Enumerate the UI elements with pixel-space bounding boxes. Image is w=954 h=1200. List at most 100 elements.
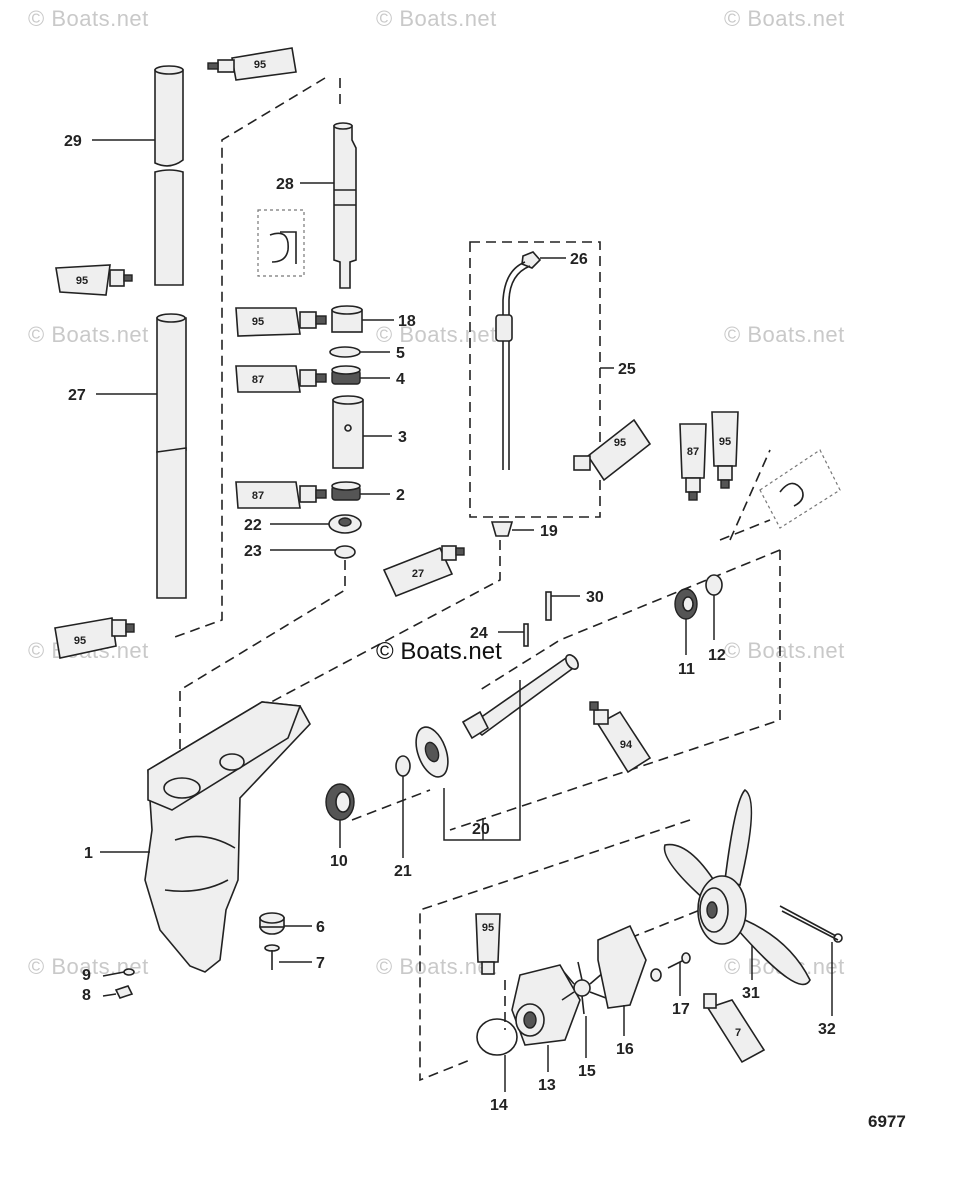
bearing-10	[325, 783, 355, 821]
callout-9: 9	[82, 967, 91, 984]
watermark: © Boats.net	[724, 638, 845, 663]
screw-17	[650, 952, 691, 982]
mount-6	[259, 912, 285, 935]
callout-31: 31	[742, 985, 760, 1002]
shift-rod-25	[495, 261, 531, 470]
svg-text:95: 95	[719, 436, 731, 448]
svg-text:95: 95	[614, 437, 626, 449]
callout-5: 5	[396, 345, 405, 362]
drive-shaft-28	[333, 122, 357, 289]
callout-28: 28	[276, 176, 294, 193]
callout-25: 25	[618, 361, 636, 378]
callout-26: 26	[570, 251, 588, 268]
callout-18: 18	[398, 313, 416, 330]
lubricant-tube-87: 87	[679, 423, 707, 501]
linkage-group-box	[469, 241, 601, 518]
seal-19	[490, 521, 514, 537]
lubricant-tube-95: 95	[475, 913, 501, 975]
svg-text:95: 95	[252, 316, 264, 328]
screw-7	[264, 944, 280, 970]
cotter-pin-32	[779, 905, 843, 943]
tube-29	[154, 65, 184, 286]
callout-30: 30	[586, 589, 604, 606]
callout-16: 16	[616, 1041, 634, 1058]
callout-labels: 29 27 28 18 5 4 3 2 22 23 26 25 19 30 24…	[64, 133, 836, 1114]
lubricant-tube-87: 87	[235, 365, 327, 393]
lubricant-tube-95: 95	[54, 617, 135, 659]
callout-24: 24	[470, 625, 488, 642]
callout-8: 8	[82, 987, 91, 1004]
gear-22	[328, 514, 362, 534]
callout-22: 22	[244, 517, 262, 534]
lubricant-tube-95: 95	[55, 264, 133, 296]
copyright-notice: © Boats.net	[376, 638, 502, 665]
callout-21: 21	[394, 863, 412, 880]
watermark: © Boats.net	[376, 322, 497, 347]
callout-19: 19	[540, 523, 558, 540]
nut-23	[334, 545, 356, 559]
tube-27	[156, 313, 187, 599]
svg-text:95: 95	[254, 59, 266, 71]
bearing-11	[674, 588, 698, 620]
assembly-guide-lines	[171, 77, 781, 1082]
callout-27: 27	[68, 387, 86, 404]
callout-29: 29	[64, 133, 82, 150]
washer-21	[395, 755, 411, 777]
watermark: © Boats.net	[724, 6, 845, 31]
detail-inset-upper	[257, 209, 305, 277]
pin-24	[523, 623, 529, 647]
plate-16	[597, 924, 647, 1009]
impeller-15	[561, 961, 607, 1015]
svg-text:95: 95	[482, 922, 494, 934]
lubricant-tube-94: 94	[589, 701, 652, 774]
watermark: © Boats.net	[376, 954, 497, 979]
sleeve-3	[332, 395, 364, 469]
leader-lines-lower	[102, 595, 833, 1092]
grommet-26	[521, 251, 542, 269]
callout-15: 15	[578, 1063, 596, 1080]
oring-14	[476, 1018, 518, 1056]
lubricant-tube-95: 95	[711, 411, 739, 489]
watermark: © Boats.net	[28, 6, 149, 31]
detail-inset-right	[759, 449, 841, 529]
watermark: © Boats.net	[724, 322, 845, 347]
bearing-2	[331, 481, 361, 501]
callout-3: 3	[398, 429, 407, 446]
callout-2: 2	[396, 487, 405, 504]
callout-12: 12	[708, 647, 726, 664]
callout-13: 13	[538, 1077, 556, 1094]
bushing-18	[331, 305, 363, 333]
callout-11: 11	[678, 661, 695, 678]
pin-30	[545, 591, 552, 621]
callout-10: 10	[330, 853, 348, 870]
lubricant-tube-95: 95	[573, 418, 652, 482]
svg-text:87: 87	[687, 446, 699, 458]
lubricant-tube-7: 7	[703, 993, 766, 1064]
lubricant-tube-95: 95	[235, 307, 327, 337]
callout-7: 7	[316, 955, 325, 972]
callout-23: 23	[244, 543, 262, 560]
leader-lines	[92, 139, 614, 963]
lubricant-tube-27: 27	[382, 545, 465, 598]
watermark: © Boats.net	[28, 322, 149, 347]
screw-8	[114, 985, 134, 999]
watermark: © Boats.net	[376, 6, 497, 31]
svg-text:95: 95	[76, 275, 88, 287]
figure-number: 6977	[868, 1112, 906, 1131]
svg-text:87: 87	[252, 374, 264, 386]
nut-12	[705, 574, 723, 596]
callout-14: 14	[490, 1097, 508, 1114]
bearing-4	[331, 365, 361, 385]
svg-text:94: 94	[620, 739, 633, 751]
pump-housing-13	[511, 964, 581, 1046]
svg-text:27: 27	[412, 568, 424, 580]
svg-text:7: 7	[735, 1027, 741, 1039]
callout-4: 4	[396, 371, 405, 388]
shift-shaft-20	[415, 654, 579, 778]
callout-1: 1	[84, 845, 93, 862]
propeller-31	[663, 788, 811, 986]
svg-text:87: 87	[252, 490, 264, 502]
gear-housing-1	[144, 701, 311, 973]
svg-text:95: 95	[74, 635, 86, 647]
